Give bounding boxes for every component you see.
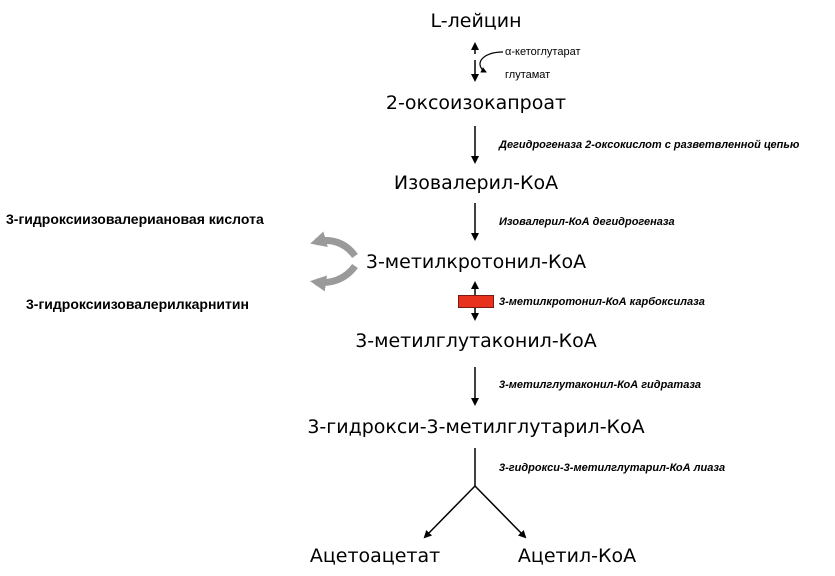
metabolite-3-methylglutaconyl-coa: 3-метилглутаконил-КоА: [355, 330, 597, 352]
metabolite-acetyl-coa: Ацетил-КоА: [517, 545, 637, 567]
cosubstrate-glutamate: глутамат: [505, 69, 551, 81]
enzyme-bckdh: Дегидрогеназа 2-оксокислот с разветвленн…: [499, 139, 800, 151]
enzyme-ivd: Изовалерил-КоА дегидрогеназа: [499, 216, 675, 228]
enzyme-hmgl: 3-гидрокси-3-метилглутарил-КоА лиаза: [499, 462, 726, 474]
enzyme-mgh: 3-метилглутаконил-КоА гидратаза: [499, 379, 702, 391]
side-product-hydroxyisovalerylcarnitine: 3-гидроксиизовалерилкарнитин: [26, 296, 249, 312]
enzyme-block-marker: [458, 295, 494, 308]
arrow-to-acetoacetate: [423, 485, 476, 539]
cosubstrate-alpha-ketoglutarate: α-кетоглутарат: [505, 46, 581, 58]
metabolite-hmg-coa: 3-гидрокси-3-метилглутарил-КоА: [307, 416, 645, 438]
metabolite-isovaleryl-coa: Изовалерил-КоА: [393, 172, 559, 194]
metabolite-2-oxoisocaproate: 2-оксоизокапроат: [385, 92, 567, 114]
metabolite-leucine: L-лейцин: [430, 10, 522, 32]
enzyme-mcc: 3-метилкротонил-КоА карбоксилаза: [499, 296, 705, 308]
arrow-cosubstrate-curve: [479, 51, 504, 73]
side-product-hydroxyisovaleric-acid: 3-гидроксиизовалериановая кислота: [6, 211, 264, 227]
metabolite-3-methylcrotonyl-coa: 3-метилкротонил-КоА: [365, 251, 587, 273]
side-arrow-acid: [310, 231, 358, 259]
side-arrow-carnitine: [310, 263, 358, 292]
metabolite-acetoacetate: Ацетоацетат: [309, 545, 441, 567]
arrow-to-acetyl-coa: [474, 485, 527, 539]
